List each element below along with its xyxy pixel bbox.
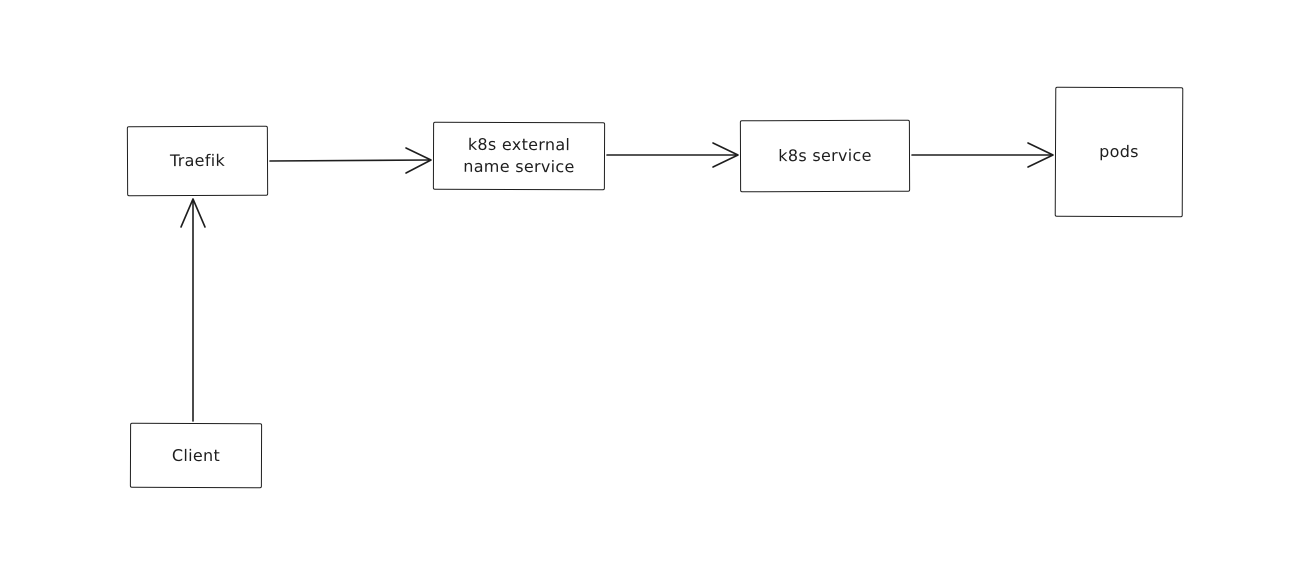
node-pods-label: pods [1099,142,1139,162]
arrow-client-to-traefik [180,198,206,422]
node-client-label: Client [171,445,221,465]
node-k8s-external-name-service-label: k8s external name service [463,135,575,177]
node-k8s-service: k8s service [739,119,911,193]
node-pods: pods [1054,86,1184,218]
arrow-traefik-to-external-name-service [269,147,432,174]
arrow-k8s-service-to-pods [911,142,1054,168]
node-k8s-service-label: k8s service [778,146,872,166]
node-traefik-label: Traefik [169,151,226,171]
node-client: Client [129,422,263,489]
node-k8s-external-name-service: k8s external name service [432,121,606,191]
arrow-external-name-service-to-k8s-service [606,142,739,168]
node-traefik: Traefik [126,125,269,197]
